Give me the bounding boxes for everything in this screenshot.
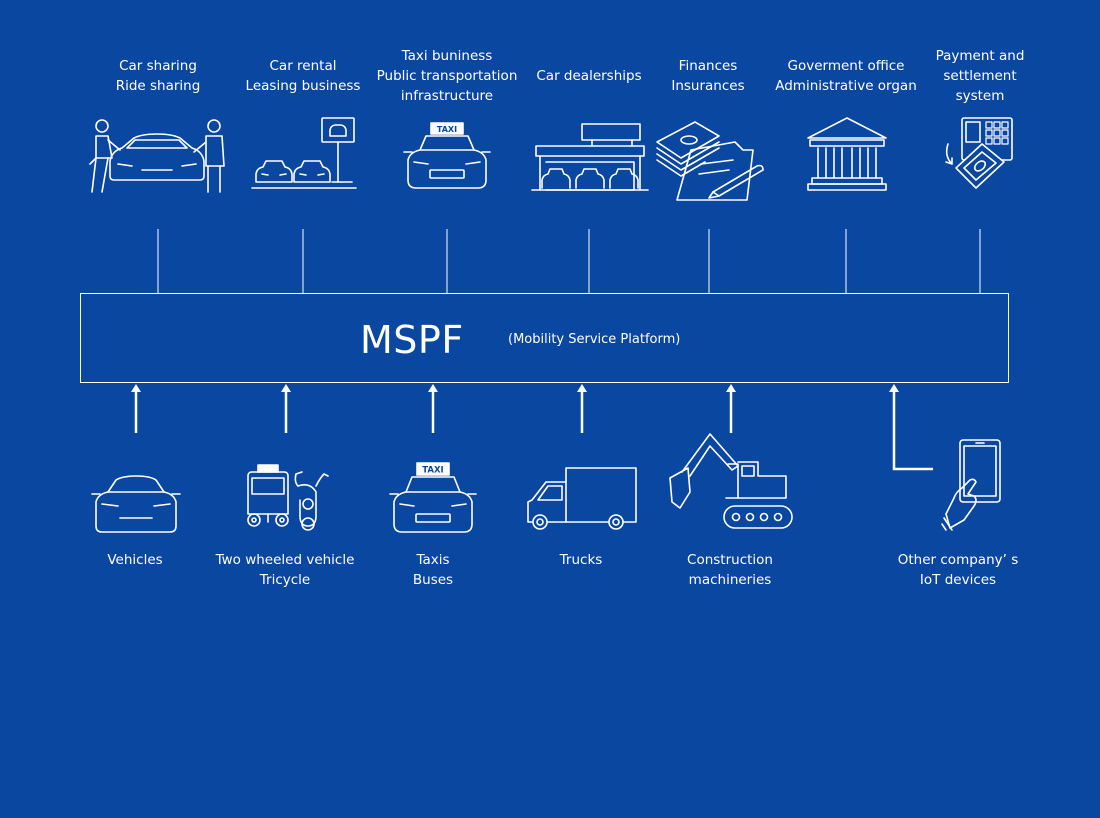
mspf-platform-box [80, 293, 1009, 383]
taxi-business-icon: TAXI [402, 122, 492, 192]
finance-icon [655, 116, 767, 202]
smartphone-hand-icon [940, 438, 1004, 532]
platform-title: MSPF [360, 318, 464, 362]
payment-terminal-icon [942, 116, 1016, 194]
truck-icon [526, 466, 638, 530]
car-sharing-icon [82, 116, 232, 196]
svg-text:TAXI: TAXI [422, 466, 443, 476]
car-dealership-icon [532, 122, 648, 192]
excavator-icon [668, 432, 796, 532]
car-icon [92, 474, 180, 534]
taxi-icon: TAXI [388, 462, 478, 534]
source-arrow-6 [892, 390, 933, 471]
car-rental-icon [252, 116, 356, 194]
platform-subtitle: (Mobility Service Platform) [508, 332, 681, 347]
government-building-icon [806, 116, 888, 192]
service-label-4: Car dealerships [536, 68, 642, 84]
source-label-4: Trucks [559, 552, 603, 568]
tricycle-icon [244, 464, 330, 534]
svg-text:TAXI: TAXI [437, 125, 457, 134]
source-label-1: Vehicles [107, 552, 163, 568]
